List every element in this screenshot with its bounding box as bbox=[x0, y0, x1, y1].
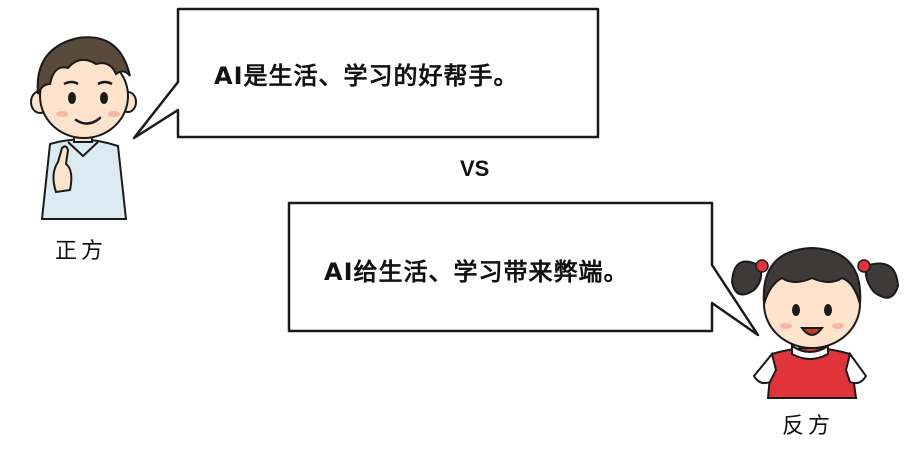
con-side-label: 反方 bbox=[782, 414, 835, 439]
con-speech-bubble bbox=[287, 201, 760, 337]
boy-avatar-icon bbox=[30, 36, 137, 220]
con-statement: AI给生活、学习带来弊端。 bbox=[324, 258, 629, 286]
girl-avatar-icon bbox=[730, 246, 900, 399]
versus-label: VS bbox=[460, 156, 490, 181]
pro-speech-bubble bbox=[132, 7, 600, 140]
pro-side-label: 正方 bbox=[55, 239, 108, 264]
pro-statement: AI是生活、学习的好帮手。 bbox=[214, 62, 519, 90]
